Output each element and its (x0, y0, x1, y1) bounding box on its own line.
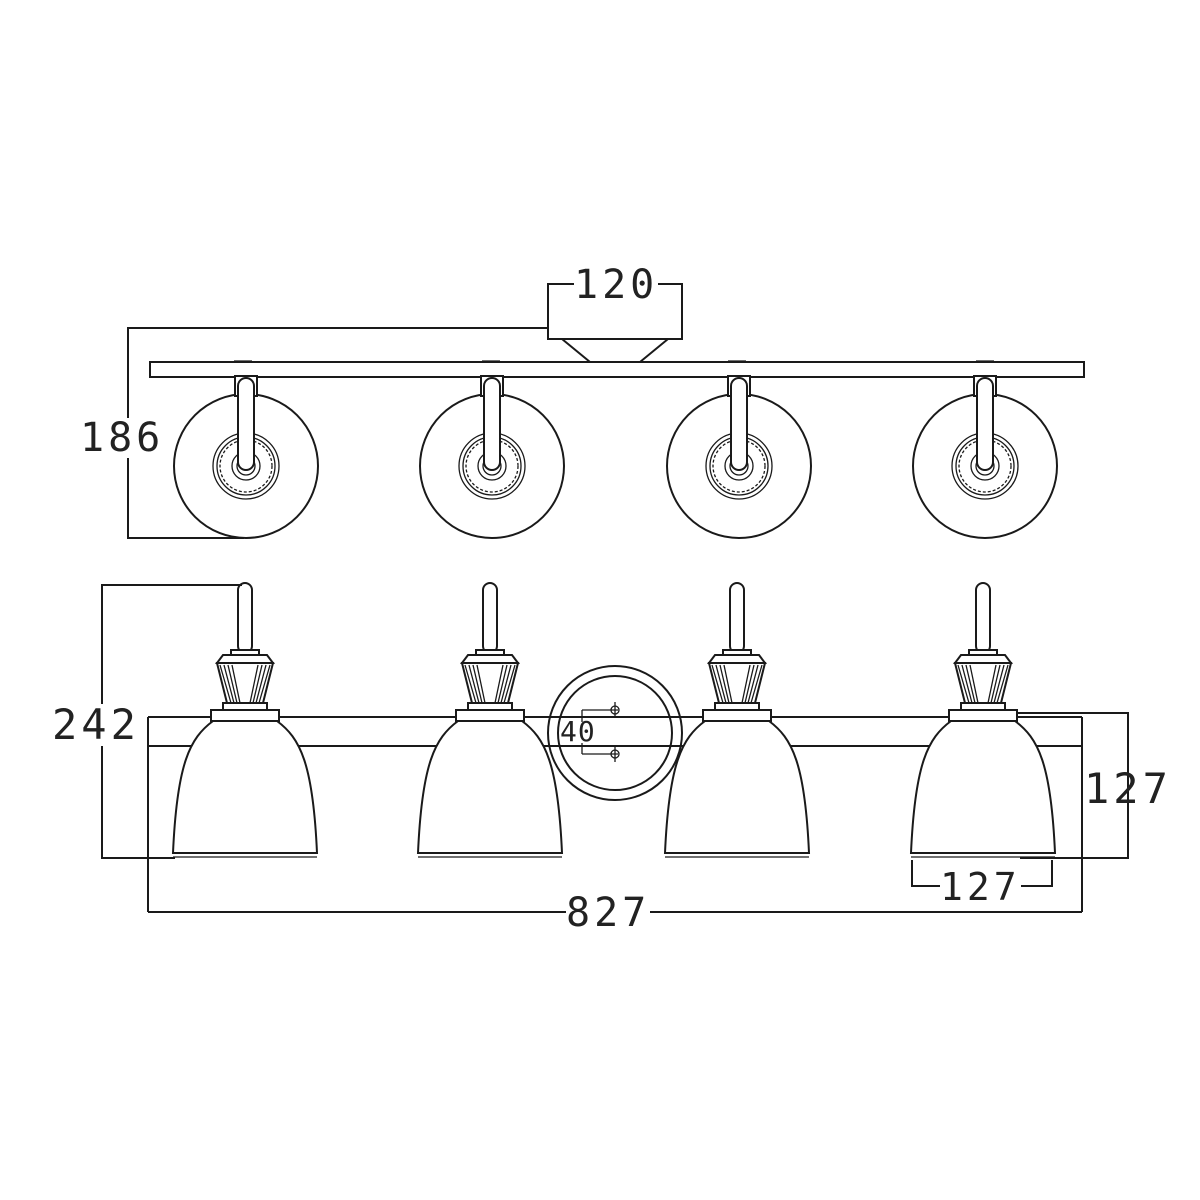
dim-depth: 186 (80, 415, 165, 461)
dim-overall-height: 242 (52, 700, 140, 749)
dim-backplate-height: 40 (560, 715, 596, 748)
dim-shade-height: 127 (1084, 764, 1172, 813)
dim-canopy-width: 120 (574, 262, 659, 308)
dim-overall-width: 827 (566, 890, 651, 936)
dim-shade-width: 127 (940, 865, 1021, 909)
